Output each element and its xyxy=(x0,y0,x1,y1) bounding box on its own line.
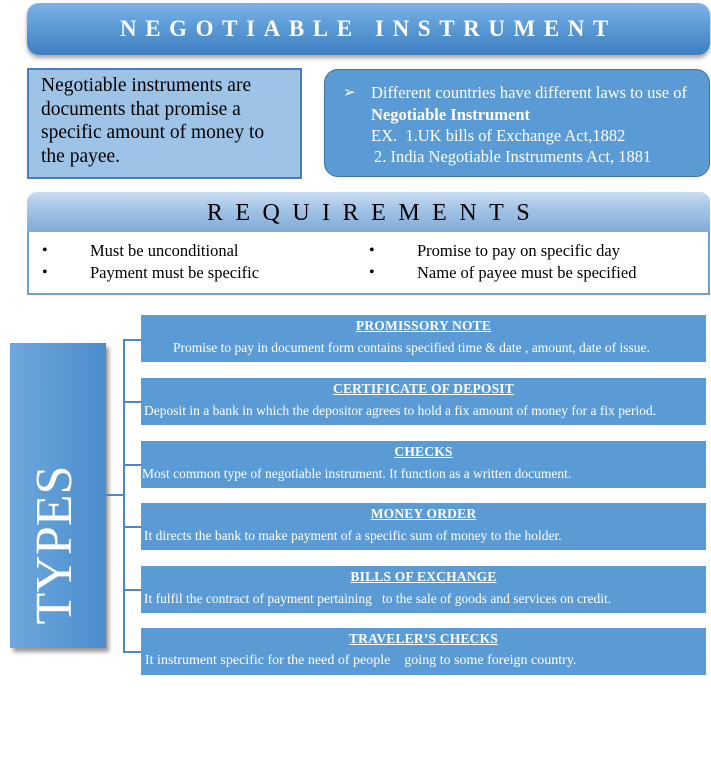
types-label: TYPES xyxy=(26,465,83,625)
bullet-icon: • xyxy=(369,242,375,259)
type-card-promissory-note: PROMISSORY NOTE Promise to pay in docume… xyxy=(141,315,706,362)
types-box: TYPES xyxy=(10,343,106,648)
laws-intro-bold: Negotiable Instrument xyxy=(371,104,531,124)
requirement-item: Name of payee must be specified xyxy=(417,263,637,282)
type-card-travelers-checks: TRAVELER’S CHECKS It instrument specific… xyxy=(141,628,706,675)
connector-branch xyxy=(123,464,141,466)
arrow-bullet-icon: ➢ xyxy=(343,83,356,101)
type-title: BILLS OF EXCHANGE xyxy=(350,569,497,584)
type-title: CERTIFICATE OF DEPOSIT xyxy=(333,381,514,396)
title-banner: NEGOTIABLE INSTRUMENT xyxy=(27,3,710,55)
type-description: It fulfil the contract of payment pertai… xyxy=(144,591,612,606)
law-example-india: 2. India Negotiable Instruments Act, 188… xyxy=(374,147,652,166)
definition-text: Negotiable instruments are documents tha… xyxy=(41,75,265,167)
requirement-item: Promise to pay on specific day xyxy=(417,241,620,260)
requirement-item: Must be unconditional xyxy=(90,241,239,260)
type-description: It directs the bank to make payment of a… xyxy=(144,528,562,543)
type-description: Promise to pay in document form contains… xyxy=(173,340,650,355)
type-description: Most common type of negotiable instrumen… xyxy=(142,466,572,481)
type-title: CHECKS xyxy=(394,444,453,459)
connector-spine xyxy=(123,339,125,652)
laws-intro-text: Different countries have different laws … xyxy=(371,83,687,102)
laws-intro: Different countries have different laws … xyxy=(371,82,701,125)
bullet-icon: • xyxy=(369,264,375,281)
bullet-icon: • xyxy=(42,242,48,259)
requirements-header: REQUIREMENTS xyxy=(27,192,710,234)
type-card-checks: CHECKS Most common type of negotiable in… xyxy=(141,441,706,488)
connector-branch xyxy=(123,651,141,653)
type-title: TRAVELER’S CHECKS xyxy=(348,631,499,646)
connector-branch xyxy=(123,526,141,528)
connector-stem xyxy=(106,494,124,496)
type-card-money-order: MONEY ORDER It directs the bank to make … xyxy=(141,503,706,550)
law-example-uk: EX. 1.UK bills of Exchange Act,1882 xyxy=(371,126,626,145)
definition-box: Negotiable instruments are documents tha… xyxy=(27,68,302,179)
type-title: MONEY ORDER xyxy=(370,506,477,521)
type-description: Deposit in a bank in which the depositor… xyxy=(144,403,657,418)
page-title: NEGOTIABLE INSTRUMENT xyxy=(120,16,617,41)
requirement-item: Payment must be specific xyxy=(90,263,260,282)
connector-branch xyxy=(123,589,141,591)
type-title: PROMISSORY NOTE xyxy=(355,318,492,333)
connector-branch xyxy=(123,339,141,341)
type-description: It instrument specific for the need of p… xyxy=(145,653,577,668)
requirements-heading: REQUIREMENTS xyxy=(206,199,543,226)
bullet-icon: • xyxy=(42,264,48,281)
type-card-certificate-of-deposit: CERTIFICATE OF DEPOSIT Deposit in a bank… xyxy=(141,378,706,425)
laws-box: ➢ Different countries have different law… xyxy=(324,69,710,177)
requirements-list: • Must be unconditional • Payment must b… xyxy=(27,232,710,295)
type-card-bills-of-exchange: BILLS OF EXCHANGE It fulfil the contract… xyxy=(141,566,706,613)
connector-branch xyxy=(123,401,141,403)
